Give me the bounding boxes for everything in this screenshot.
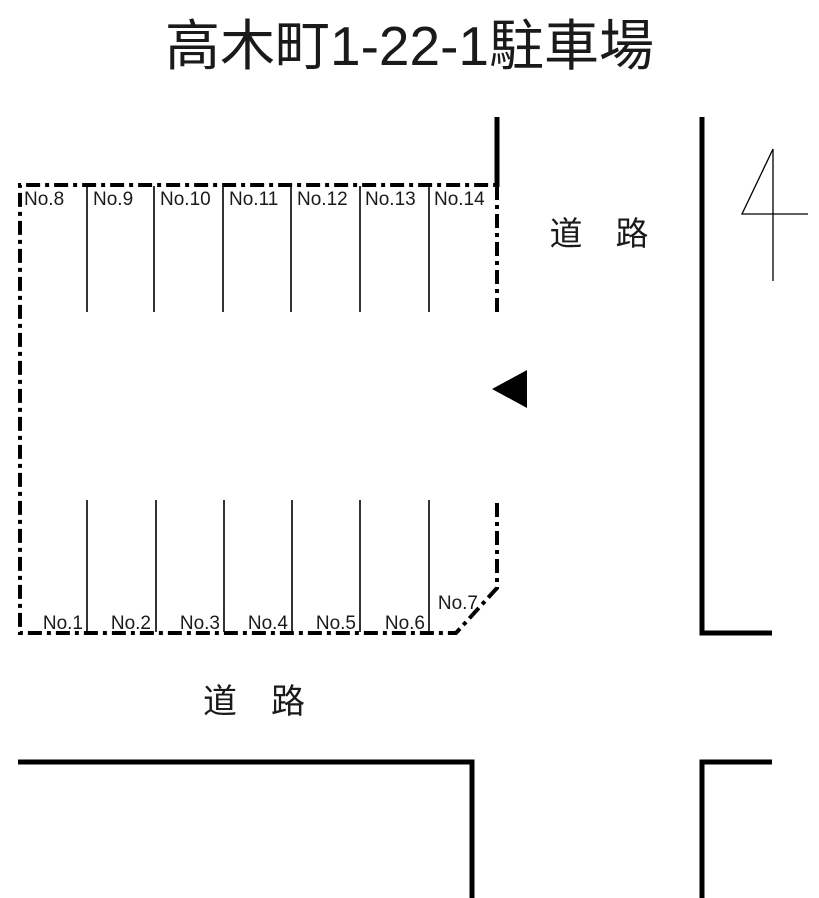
- stall-label-no10: No.10: [160, 189, 211, 210]
- stall-label-no2: No.2: [111, 613, 151, 634]
- lot-boundary: [18, 183, 499, 635]
- road-edge-right-upper: [699, 117, 772, 636]
- stall-label-no8: No.8: [24, 189, 64, 210]
- entrance-arrow-icon: [492, 370, 527, 408]
- road-edge-right-lower: [699, 759, 772, 898]
- digit-4-figure: [740, 148, 808, 281]
- stall-label-no9: No.9: [93, 189, 133, 210]
- digit-4-stroke: [740, 148, 808, 215]
- stall-label-no13: No.13: [365, 189, 416, 210]
- stall-dividers-top-row: [86, 186, 430, 312]
- stall-dividers-bottom-row: [86, 500, 430, 632]
- stall-label-no11: No.11: [229, 189, 278, 210]
- stall-label-no5: No.5: [316, 613, 356, 634]
- road-edge-bottom-left: [18, 759, 475, 898]
- page-title: 高木町1-22-1駐車場: [165, 15, 654, 77]
- stall-label-no12: No.12: [297, 189, 348, 210]
- lot-boundary-main: [18, 183, 499, 635]
- stall-labels-bottom-row: No.1 No.2 No.3 No.4 No.5 No.6 No.7: [43, 593, 478, 634]
- stall-labels-top-row: No.8 No.9 No.10 No.11 No.12 No.13 No.14: [24, 189, 485, 210]
- stall-label-no6: No.6: [385, 613, 425, 634]
- road-label-bottom: 道 路: [203, 683, 305, 721]
- stall-label-no1: No.1: [43, 613, 83, 634]
- stall-label-no4: No.4: [248, 613, 289, 634]
- stall-label-no3: No.3: [180, 613, 220, 634]
- stall-label-no14: No.14: [434, 189, 485, 210]
- road-label-right: 道 路: [550, 215, 649, 252]
- road-edge-lines: [18, 117, 772, 898]
- stall-label-no7: No.7: [438, 593, 478, 614]
